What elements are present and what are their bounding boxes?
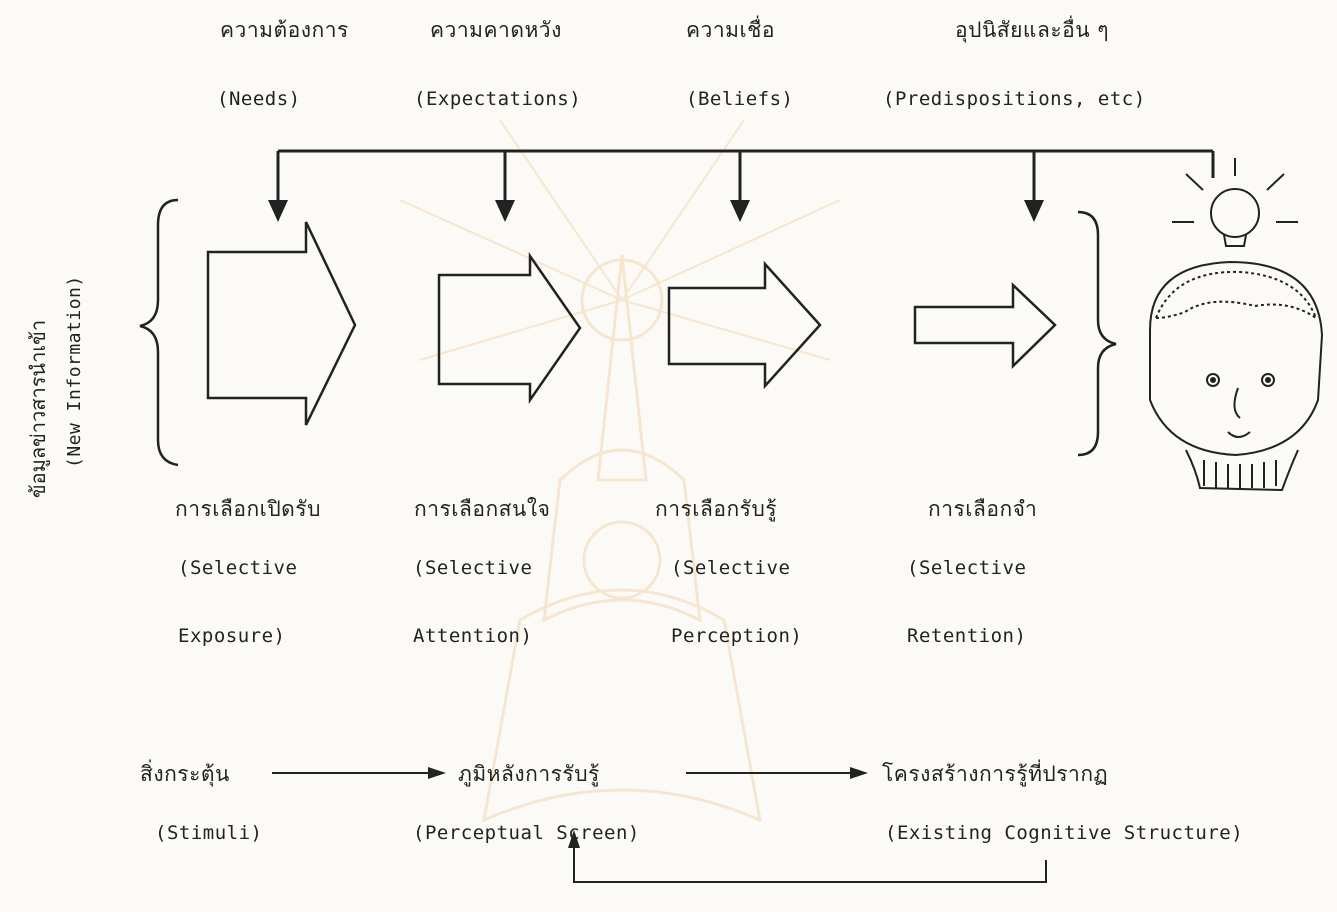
flow-structure-thai: โครงสร้างการรู้ที่ปรากฏ — [882, 762, 1109, 786]
stage-perception-en1: (Selective — [671, 557, 791, 579]
lightbulb-icon — [1172, 158, 1298, 247]
down-arrow-2 — [495, 200, 515, 222]
factor-predispositions-thai: อุปนิสัยและอื่น ๆ — [955, 18, 1110, 42]
stage-perception-en2: Perception) — [671, 625, 803, 647]
block-arrow-attention — [437, 252, 582, 404]
stage-retention-thai: การเลือกจำ — [928, 497, 1038, 521]
factor-beliefs-en: (Beliefs) — [686, 88, 794, 110]
left-brace — [139, 198, 179, 467]
factor-expectations-thai: ความคาดหวัง — [430, 18, 562, 42]
arrow-screen-to-structure — [850, 767, 868, 779]
flow-stimuli-en: (Stimuli) — [155, 822, 263, 844]
flow-screen-thai: ภูมิหลังการรับรู้ — [458, 762, 600, 786]
flow-screen-en: (Perceptual Screen) — [413, 822, 640, 844]
block-arrow-exposure — [206, 221, 357, 426]
stage-attention-en2: Attention) — [413, 625, 533, 647]
stage-exposure-en2: Exposure) — [178, 625, 286, 647]
down-arrow-1 — [268, 200, 288, 222]
stage-perception-thai: การเลือกรับรู้ — [655, 497, 778, 521]
stage-attention-en1: (Selective — [413, 557, 533, 579]
stage-retention-en1: (Selective — [907, 557, 1027, 579]
flow-stimuli-thai: สิ่งกระตุ้น — [140, 762, 230, 786]
person-head-icon — [1149, 260, 1324, 492]
stage-retention-en2: Retention) — [907, 625, 1027, 647]
right-brace — [1077, 210, 1117, 457]
factor-beliefs-thai: ความเชื่อ — [686, 18, 776, 42]
factor-needs-thai: ความต้องการ — [220, 18, 349, 42]
factor-expectations-en: (Expectations) — [414, 88, 582, 110]
stage-exposure-thai: การเลือกเปิดรับ — [175, 497, 321, 521]
factor-needs-en: (Needs) — [217, 88, 301, 110]
block-arrow-retention — [913, 282, 1057, 369]
down-arrow-4 — [1024, 200, 1044, 222]
flow-structure-en: (Existing Cognitive Structure) — [885, 822, 1244, 844]
stage-attention-thai: การเลือกสนใจ — [414, 497, 551, 521]
block-arrow-perception — [667, 260, 822, 390]
factor-predispositions-en: (Predispositions, etc) — [883, 88, 1146, 110]
stage-exposure-en1: (Selective — [178, 557, 298, 579]
arrow-feedback-up — [568, 830, 580, 848]
down-arrow-3 — [730, 200, 750, 222]
arrow-stimuli-to-screen — [428, 767, 446, 779]
